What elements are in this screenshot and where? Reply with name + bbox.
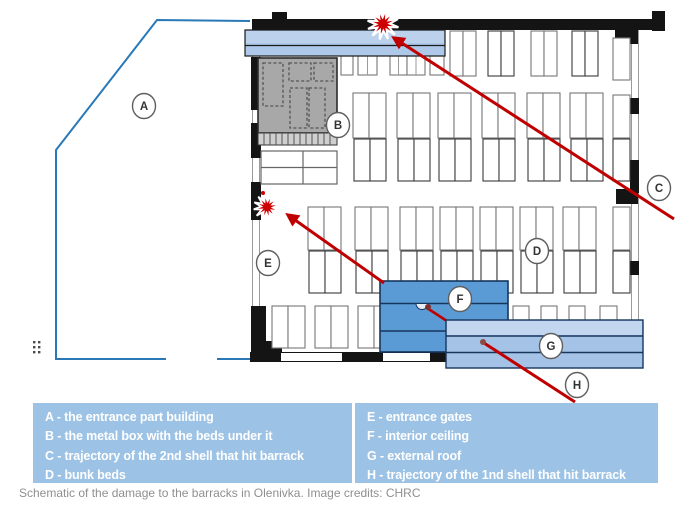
building-walls xyxy=(250,11,665,362)
svg-text:D: D xyxy=(533,246,541,258)
interior-ceiling-panel xyxy=(379,280,509,353)
entrance-building-outline xyxy=(55,18,252,360)
label-circle-d: D xyxy=(524,237,550,265)
svg-text:C: C xyxy=(655,183,663,195)
svg-text:F: F xyxy=(456,294,463,306)
legend-item-b: B - the metal box with the beds under it xyxy=(45,429,273,444)
label-circle-a: A xyxy=(131,92,157,120)
bunk-beds xyxy=(271,30,631,349)
trajectory-line-h xyxy=(483,341,576,404)
legend-item-g: G - external roof xyxy=(367,448,461,463)
label-circle-c: C xyxy=(646,174,672,202)
label-circle-g: G xyxy=(538,332,564,360)
explosion-icon-top xyxy=(367,8,399,40)
label-circle-h: H xyxy=(564,371,590,399)
external-roof-panel xyxy=(445,319,644,369)
legend-right-column: E - entrance gates F - interior ceiling … xyxy=(355,403,658,483)
explosion-fleck xyxy=(261,191,265,195)
legend-item-e: E - entrance gates xyxy=(367,410,472,424)
trajectory-line-c xyxy=(391,36,675,221)
label-circle-b: B xyxy=(325,111,351,139)
svg-text:E: E xyxy=(264,258,272,270)
explosion-icon-left xyxy=(253,193,281,221)
label-circle-e: E xyxy=(255,249,281,277)
hatch-strip xyxy=(263,133,331,145)
label-circle-f: F xyxy=(447,285,473,313)
table xyxy=(260,150,338,185)
svg-text:G: G xyxy=(547,341,556,353)
legend-item-h: H - trajectory of the 1nd shell that hit… xyxy=(367,468,626,483)
legend-item-d: D - bunk beds xyxy=(45,468,126,483)
grid-dots-icon xyxy=(33,341,41,354)
legend-item-c: C - trajectory of the 2nd shell that hit… xyxy=(45,448,304,463)
roof-shell-hole xyxy=(480,339,486,345)
legend-item-a: A - the entrance part building xyxy=(45,410,214,424)
legend-left-column: A - the entrance part building B - the m… xyxy=(33,403,352,483)
svg-text:B: B xyxy=(334,120,342,132)
ceiling-shell-hole xyxy=(425,304,431,310)
svg-text:H: H xyxy=(573,380,581,392)
svg-text:A: A xyxy=(140,101,148,113)
legend-item-f: F - interior ceiling xyxy=(367,429,469,444)
impact-arrow-e xyxy=(285,213,385,285)
metal-box xyxy=(257,57,338,146)
image-caption: Schematic of the damage to the barracks … xyxy=(19,486,421,500)
bottom-wall-openings xyxy=(281,353,430,361)
ceiling-hole-notch xyxy=(415,303,429,310)
